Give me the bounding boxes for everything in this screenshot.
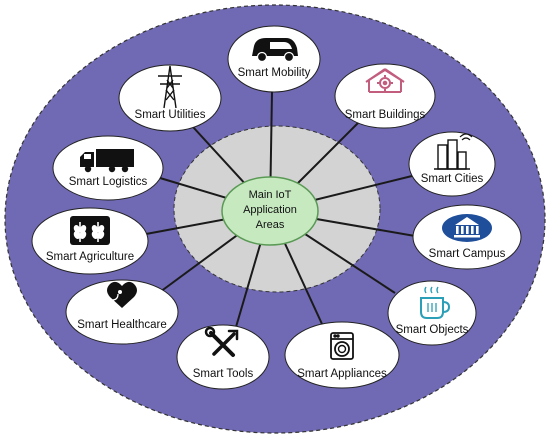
node-smart-tools: Smart Tools: [176, 324, 270, 390]
node-label-smart-tools: Smart Tools: [193, 368, 254, 380]
campus-icon: [442, 214, 492, 242]
node-smart-objects: Smart Objects: [387, 280, 477, 346]
node-label-smart-healthcare: Smart Healthcare: [77, 319, 166, 331]
truck-icon: [80, 149, 134, 173]
node-label-smart-cities: Smart Cities: [421, 173, 484, 185]
city-icon: [434, 133, 473, 170]
car-icon: [252, 38, 298, 63]
node-smart-mobility: Smart Mobility: [227, 25, 321, 93]
node-smart-campus: Smart Campus: [412, 204, 522, 270]
node-label-smart-mobility: Smart Mobility: [238, 67, 311, 79]
building-gear-icon: [365, 68, 405, 93]
smart-cup-icon: [420, 286, 451, 319]
node-smart-agriculture: Smart Agriculture: [31, 207, 149, 275]
wheat-icon: [70, 216, 110, 245]
node-label-smart-utilities: Smart Utilities: [135, 109, 206, 121]
node-label-smart-buildings: Smart Buildings: [345, 109, 426, 121]
node-label-smart-campus: Smart Campus: [429, 248, 506, 260]
power-tower-icon: [158, 65, 182, 109]
node-label-smart-appliances: Smart Appliances: [297, 368, 387, 380]
washing-machine-icon: [330, 332, 354, 360]
node-smart-buildings: Smart Buildings: [334, 63, 436, 129]
node-label-smart-objects: Smart Objects: [396, 324, 469, 336]
node-smart-utilities: Smart Utilities: [118, 64, 222, 132]
center-label-line2: Application: [243, 204, 297, 216]
center-label-line3: Areas: [256, 219, 285, 231]
center-node: Main IoT Application Areas: [221, 176, 319, 246]
center-label-line1: Main IoT: [249, 189, 292, 201]
node-label-smart-agriculture: Smart Agriculture: [46, 251, 134, 263]
tools-icon: [204, 326, 239, 357]
node-smart-appliances: Smart Appliances: [284, 321, 400, 389]
stethoscope-heart-icon: [103, 281, 137, 308]
node-smart-logistics: Smart Logistics: [52, 135, 164, 201]
node-smart-cities: Smart Cities: [408, 131, 496, 197]
node-smart-healthcare: Smart Healthcare: [65, 279, 179, 345]
node-label-smart-logistics: Smart Logistics: [69, 176, 148, 188]
